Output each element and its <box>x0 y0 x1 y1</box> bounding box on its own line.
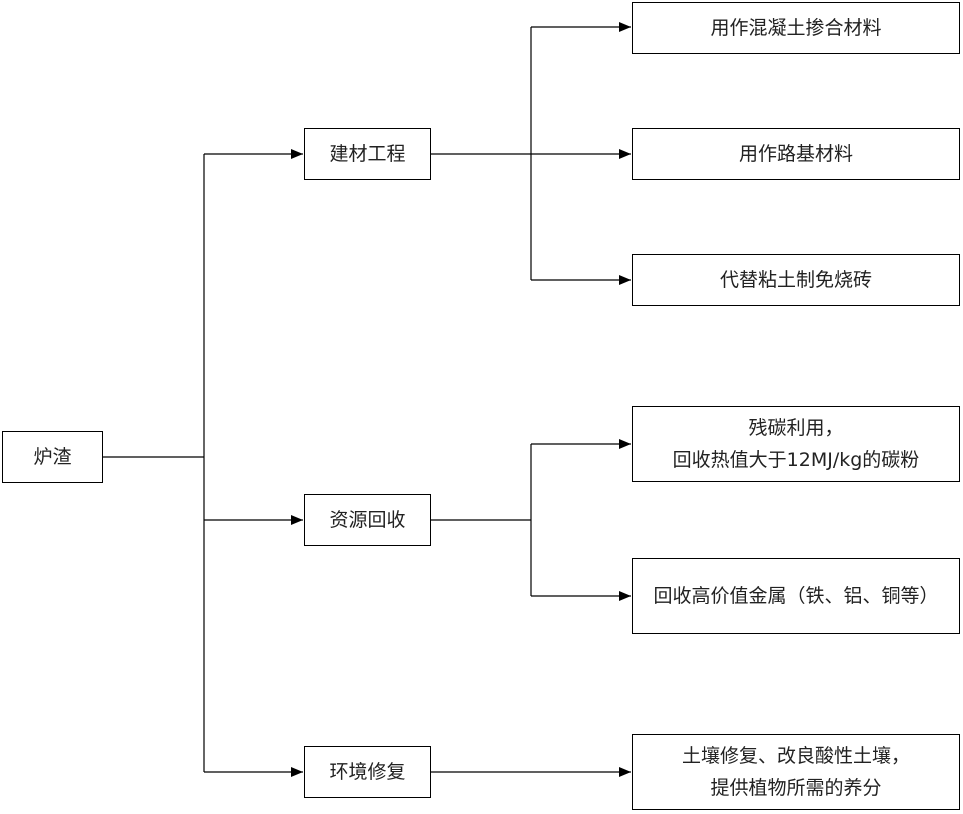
category-label: 环境修复 <box>329 761 406 783</box>
category-label: 资源回收 <box>329 509 406 531</box>
leaf-label-line2: 回收热值大于12MJ/kg的碳粉 <box>672 449 920 471</box>
leaf-concrete-admixture: 用作混凝土掺合材料 <box>632 2 960 54</box>
leaf-label: 用作路基材料 <box>738 143 853 165</box>
leaf-unfired-brick: 代替粘土制免烧砖 <box>632 254 960 306</box>
leaf-label: 回收高价值金属（铁、铝、铜等） <box>653 585 939 607</box>
category-label: 建材工程 <box>329 143 406 165</box>
category-building-materials: 建材工程 <box>304 128 431 180</box>
root-node: 炉渣 <box>2 431 103 483</box>
leaf-metal-recovery: 回收高价值金属（铁、铝、铜等） <box>632 558 960 634</box>
leaf-label-line1: 土壤修复、改良酸性土壤， <box>681 745 910 767</box>
leaf-roadbed-material: 用作路基材料 <box>632 128 960 180</box>
category-resource-recovery: 资源回收 <box>304 494 431 546</box>
leaf-label: 代替粘土制免烧砖 <box>719 269 872 291</box>
root-label: 炉渣 <box>33 446 72 468</box>
leaf-label: 用作混凝土掺合材料 <box>710 17 882 39</box>
category-environmental-remediation: 环境修复 <box>304 746 431 798</box>
leaf-label-line2: 提供植物所需的养分 <box>710 777 882 799</box>
leaf-residual-carbon: 残碳利用， 回收热值大于12MJ/kg的碳粉 <box>632 406 960 482</box>
leaf-label-line1: 残碳利用， <box>748 417 844 439</box>
leaf-soil-remediation: 土壤修复、改良酸性土壤， 提供植物所需的养分 <box>632 734 960 810</box>
